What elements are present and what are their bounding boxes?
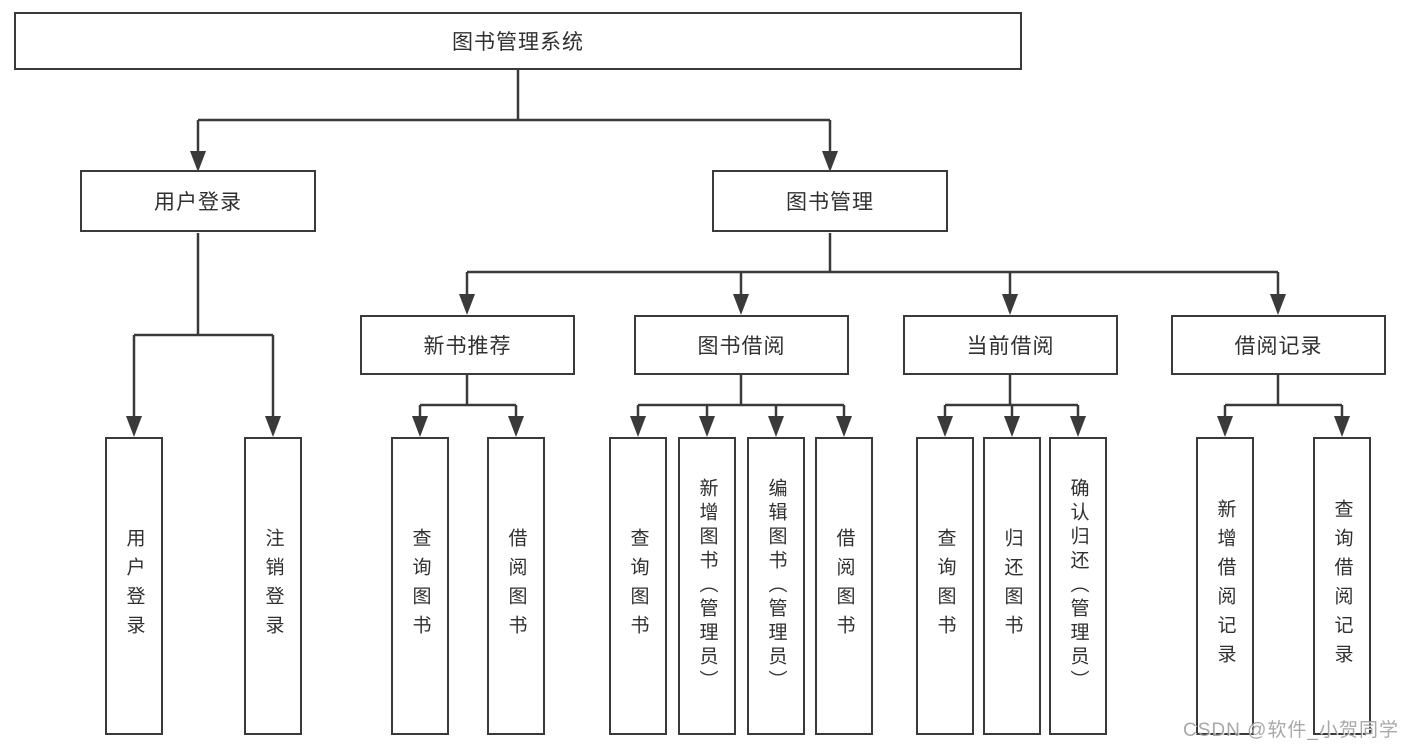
leaf-query-books-borrow: 查询图书 bbox=[609, 437, 667, 735]
leaf-label: 确认归还（管理员） bbox=[1067, 478, 1089, 694]
leaf-add-borrow-record: 新增借阅记录 bbox=[1196, 437, 1254, 735]
node-new-book-recommendation: 新书推荐 bbox=[360, 315, 575, 375]
leaf-label: 查询图书 bbox=[934, 528, 956, 644]
node-borrowing-records: 借阅记录 bbox=[1171, 315, 1386, 375]
node-label: 当前借阅 bbox=[966, 335, 1055, 358]
leaf-label: 编辑图书（管理员） bbox=[765, 478, 787, 694]
leaf-label: 查询借阅记录 bbox=[1331, 499, 1353, 673]
node-label: 图书借阅 bbox=[697, 335, 786, 358]
node-label: 用户登录 bbox=[154, 191, 242, 214]
leaf-borrow-books: 借阅图书 bbox=[815, 437, 873, 735]
leaf-label: 查询图书 bbox=[627, 528, 649, 644]
node-label: 借阅记录 bbox=[1234, 335, 1323, 358]
node-current-borrowing: 当前借阅 bbox=[903, 315, 1118, 375]
node-label: 图书管理系统 bbox=[452, 31, 584, 54]
leaf-user-login: 用户登录 bbox=[105, 437, 163, 735]
leaf-label: 借阅图书 bbox=[833, 528, 855, 644]
leaf-label: 新增借阅记录 bbox=[1214, 499, 1236, 673]
leaf-return-book: 归还图书 bbox=[983, 437, 1041, 735]
leaf-query-borrow-record: 查询借阅记录 bbox=[1313, 437, 1371, 735]
csdn-watermark: CSDN @软件_小贺同学 bbox=[1183, 720, 1399, 741]
leaf-borrow-books-recommend: 借阅图书 bbox=[487, 437, 545, 735]
leaf-query-books-current: 查询图书 bbox=[916, 437, 974, 735]
node-label: 图书管理 bbox=[786, 191, 874, 214]
leaf-label: 查询图书 bbox=[409, 528, 431, 644]
leaf-label: 借阅图书 bbox=[505, 528, 527, 644]
node-library-management-system: 图书管理系统 bbox=[14, 12, 1022, 70]
arrowheads bbox=[126, 151, 1350, 437]
leaf-edit-book-admin: 编辑图书（管理员） bbox=[747, 437, 805, 735]
node-book-management: 图书管理 bbox=[712, 170, 948, 232]
leaf-label: 归还图书 bbox=[1001, 528, 1023, 644]
leaf-confirm-return-admin: 确认归还（管理员） bbox=[1049, 437, 1107, 735]
node-label: 新书推荐 bbox=[423, 335, 512, 358]
node-book-borrowing: 图书借阅 bbox=[634, 315, 849, 375]
leaf-label: 注销登录 bbox=[262, 528, 284, 644]
node-user-login: 用户登录 bbox=[80, 170, 316, 232]
leaf-query-books-recommend: 查询图书 bbox=[391, 437, 449, 735]
leaf-logout-login: 注销登录 bbox=[244, 437, 302, 735]
leaf-add-book-admin: 新增图书（管理员） bbox=[678, 437, 736, 735]
leaf-label: 新增图书（管理员） bbox=[696, 478, 718, 694]
leaf-label: 用户登录 bbox=[123, 528, 145, 644]
